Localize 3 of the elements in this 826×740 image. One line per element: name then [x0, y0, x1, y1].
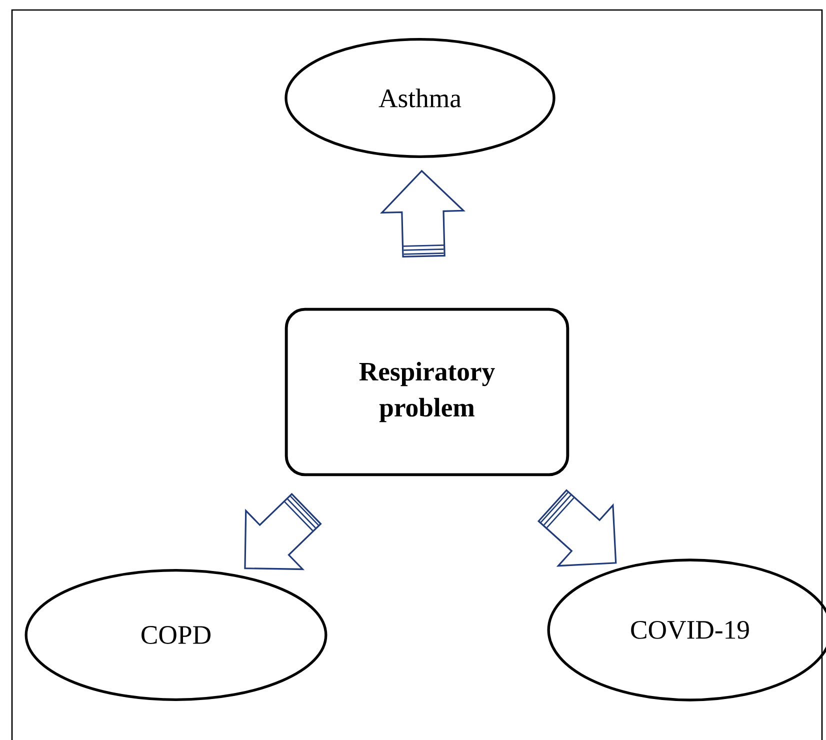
process-box: Respiratory problem: [284, 308, 570, 476]
ellipse-node: COPD: [24, 569, 328, 701]
ellipse-node: Asthma: [284, 38, 556, 158]
